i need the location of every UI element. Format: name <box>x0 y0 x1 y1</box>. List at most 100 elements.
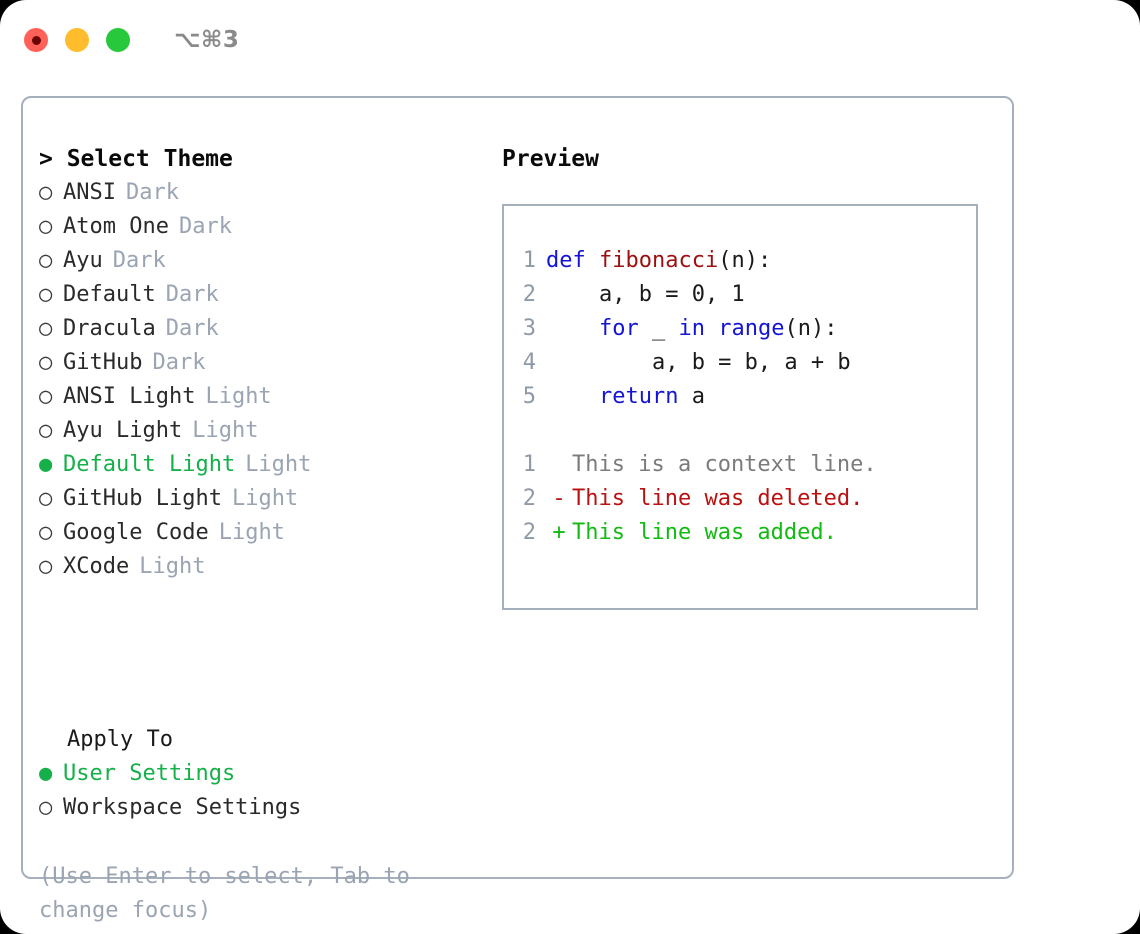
keyboard-shortcut-label: ⌥⌘3 <box>174 27 240 53</box>
diff-sample: 1 This is a context line. 2-This line was… <box>504 448 976 550</box>
radio-selected-icon: ● <box>39 761 53 786</box>
theme-item-label: Ayu <box>63 248 103 273</box>
theme-item-kind: Light <box>192 418 259 443</box>
radio-unselected-icon: ○ <box>39 180 53 205</box>
code-line-text: a, b = b, a + b <box>546 346 851 380</box>
diff-line-number: 1 <box>522 452 536 477</box>
code-line-text: def fibonacci(n): <box>546 244 771 278</box>
minimize-button[interactable] <box>65 28 89 52</box>
radio-selected-icon: ● <box>39 452 53 477</box>
diff-marker-icon: + <box>552 520 566 545</box>
theme-item-xcode[interactable]: ○ XCode Light <box>39 550 489 584</box>
theme-item-kind: Dark <box>125 180 179 205</box>
diff-line-added: 2 +This line was added. <box>504 516 976 550</box>
radio-unselected-icon: ○ <box>39 316 53 341</box>
code-token-plain <box>586 248 599 273</box>
theme-item-dracula[interactable]: ○ Dracula Dark <box>39 312 489 346</box>
theme-item-label: Default <box>63 282 156 307</box>
theme-item-kind: Dark <box>112 248 166 273</box>
code-token-kw: range <box>718 316 785 341</box>
theme-item-label: XCode <box>63 554 130 579</box>
diff-marker-icon: - <box>552 486 566 511</box>
theme-item-ayu[interactable]: ○ Ayu Dark <box>39 244 489 278</box>
theme-item-label: Dracula <box>63 316 156 341</box>
radio-unselected-icon: ○ <box>39 554 53 579</box>
apply-to-section: Apply To ● User Settings ○ Workspace Settin… <box>39 723 489 825</box>
theme-item-kind: Dark <box>178 214 232 239</box>
theme-item-label: ANSI Light <box>63 384 196 409</box>
code-token-plain: a, b = b, a + b <box>546 350 851 375</box>
theme-item-label: GitHub Light <box>63 486 222 511</box>
radio-unselected-icon: ○ <box>39 795 53 820</box>
code-token-plain: _ <box>638 316 679 341</box>
code-line: 4 a, b = b, a + b <box>504 346 976 380</box>
theme-item-label: ANSI <box>63 180 116 205</box>
code-token-plain: (n): <box>784 316 838 341</box>
preview-title: Preview <box>502 146 599 172</box>
radio-unselected-icon: ○ <box>39 350 53 375</box>
theme-item-kind: Light <box>139 554 206 579</box>
apply-to-header: Apply To <box>67 727 173 752</box>
code-line-number: 4 <box>522 350 536 375</box>
code-line: 2 a, b = 0, 1 <box>504 278 976 312</box>
theme-item-label: Google Code <box>63 520 209 545</box>
apply-to-option-workspace-settings[interactable]: ○ Workspace Settings <box>39 791 489 825</box>
code-token-plain <box>705 316 718 341</box>
maximize-button[interactable] <box>106 28 130 52</box>
theme-item-ansi[interactable]: ○ ANSI Dark <box>39 176 489 210</box>
code-token-plain: a <box>678 384 705 409</box>
diff-line-context: 1 This is a context line. <box>504 448 976 482</box>
code-token-kw: in <box>678 316 705 341</box>
code-line-number: 3 <box>522 316 536 341</box>
theme-item-label: Ayu Light <box>63 418 183 443</box>
theme-item-label: Atom One <box>63 214 169 239</box>
radio-unselected-icon: ○ <box>39 520 53 545</box>
code-line-text: for _ in range(n): <box>546 312 837 346</box>
diff-line-text: This line was deleted. <box>572 486 864 511</box>
radio-unselected-icon: ○ <box>39 384 53 409</box>
code-token-kw: return <box>598 384 679 409</box>
theme-item-label: Default Light <box>63 452 236 477</box>
theme-item-kind: Light <box>231 486 299 511</box>
diff-line-number: 2 <box>522 520 536 545</box>
code-token-fn: fibonacci <box>599 248 719 273</box>
apply-to-option-user-settings[interactable]: ● User Settings <box>39 757 489 791</box>
preview-spacer <box>504 414 976 448</box>
theme-list-header: > Select Theme <box>39 146 233 172</box>
apply-to-option-label: Workspace Settings <box>63 795 302 820</box>
code-token-kw: for <box>598 316 639 341</box>
radio-unselected-icon: ○ <box>39 486 53 511</box>
close-button[interactable] <box>24 28 48 52</box>
code-line: 3 for _ in range(n): <box>504 312 976 346</box>
apply-to-options: ● User Settings ○ Workspace Settings <box>39 757 489 825</box>
code-token-plain <box>546 316 599 341</box>
radio-unselected-icon: ○ <box>39 418 53 443</box>
code-line-number: 5 <box>522 384 536 409</box>
diff-line-text: This line was added. <box>572 520 837 545</box>
theme-item-ayu-light[interactable]: ○ Ayu Light Light <box>39 414 489 448</box>
code-line-text: return a <box>546 380 705 414</box>
code-line: 5 return a <box>504 380 976 414</box>
code-token-kw: def <box>546 248 586 273</box>
code-token-plain: a, b = 0, 1 <box>546 282 745 307</box>
theme-item-kind: Light <box>218 520 285 545</box>
code-line-text: a, b = 0, 1 <box>546 278 745 312</box>
theme-item-google-code[interactable]: ○ Google Code Light <box>39 516 489 550</box>
theme-item-github-light[interactable]: ○ GitHub Light Light <box>39 482 489 516</box>
theme-item-kind: Dark <box>165 316 219 341</box>
radio-unselected-icon: ○ <box>39 248 53 273</box>
apply-to-option-label: User Settings <box>63 761 236 786</box>
diff-line-number: 2 <box>522 486 536 511</box>
